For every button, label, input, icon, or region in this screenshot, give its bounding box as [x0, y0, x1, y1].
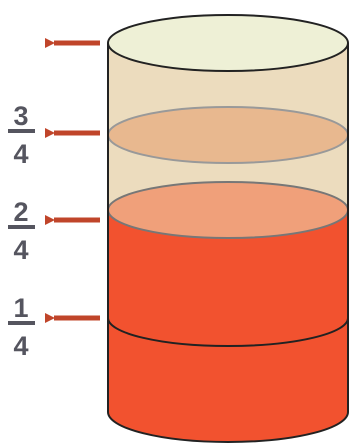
fraction-denominator: 4 — [13, 139, 28, 169]
fraction-label-one-quarter: 1 4 — [8, 293, 35, 361]
fraction-denominator: 4 — [13, 235, 28, 265]
fraction-denominator: 4 — [13, 331, 28, 361]
fraction-numerator: 3 — [13, 101, 28, 131]
liquid-fill — [108, 210, 348, 442]
quarter-division-line — [107, 317, 349, 347]
fraction-label-two-quarters: 2 4 — [8, 197, 35, 265]
cylinder-top — [107, 14, 349, 72]
liquid-surface-half — [107, 181, 349, 239]
cylinder-outline — [107, 43, 349, 443]
level-three-quarters-ellipse — [107, 106, 349, 164]
fraction-label-three-quarters: 3 4 — [8, 101, 35, 169]
fraction-numerator: 2 — [13, 197, 28, 227]
fraction-numerator: 1 — [13, 293, 28, 323]
